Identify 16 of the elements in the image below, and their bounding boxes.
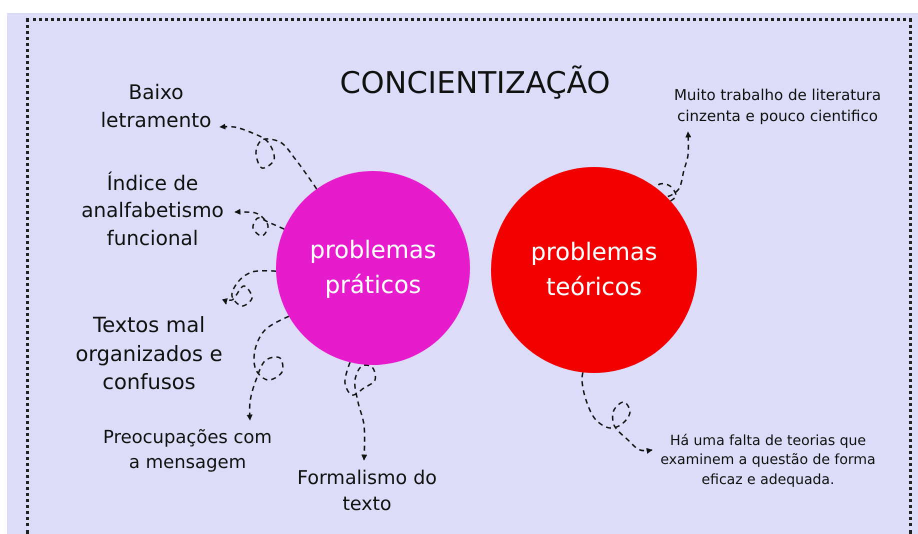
circle-label: problemas práticos (308, 235, 438, 301)
topic-text: Formalismo do texto (296, 466, 438, 517)
dashed-arrow (234, 208, 284, 237)
dashed-arrow (344, 362, 376, 461)
topic-text: Baixo letramento (100, 79, 212, 134)
title: CONCIENTIZAÇÃO (338, 66, 612, 101)
dashed-arrow (222, 270, 276, 307)
topic-text: Muito trabalho de literatura cinzenta e pouco cientifico (672, 85, 882, 127)
dashed-arrow (246, 316, 290, 421)
topic-text: Índice de analfabetismo funcional (80, 170, 225, 252)
topic-text: Preocupações com a mensagem (102, 426, 273, 475)
dashed-arrow (219, 124, 318, 190)
circle-label: problemas teóricos (530, 237, 658, 303)
dashed-arrow (581, 372, 653, 454)
topic-text: Há uma falta de teorias que examinem a questão de forma eficaz e adequada. (659, 432, 877, 490)
topic-text: Textos mal organizados e confusos (74, 312, 224, 396)
